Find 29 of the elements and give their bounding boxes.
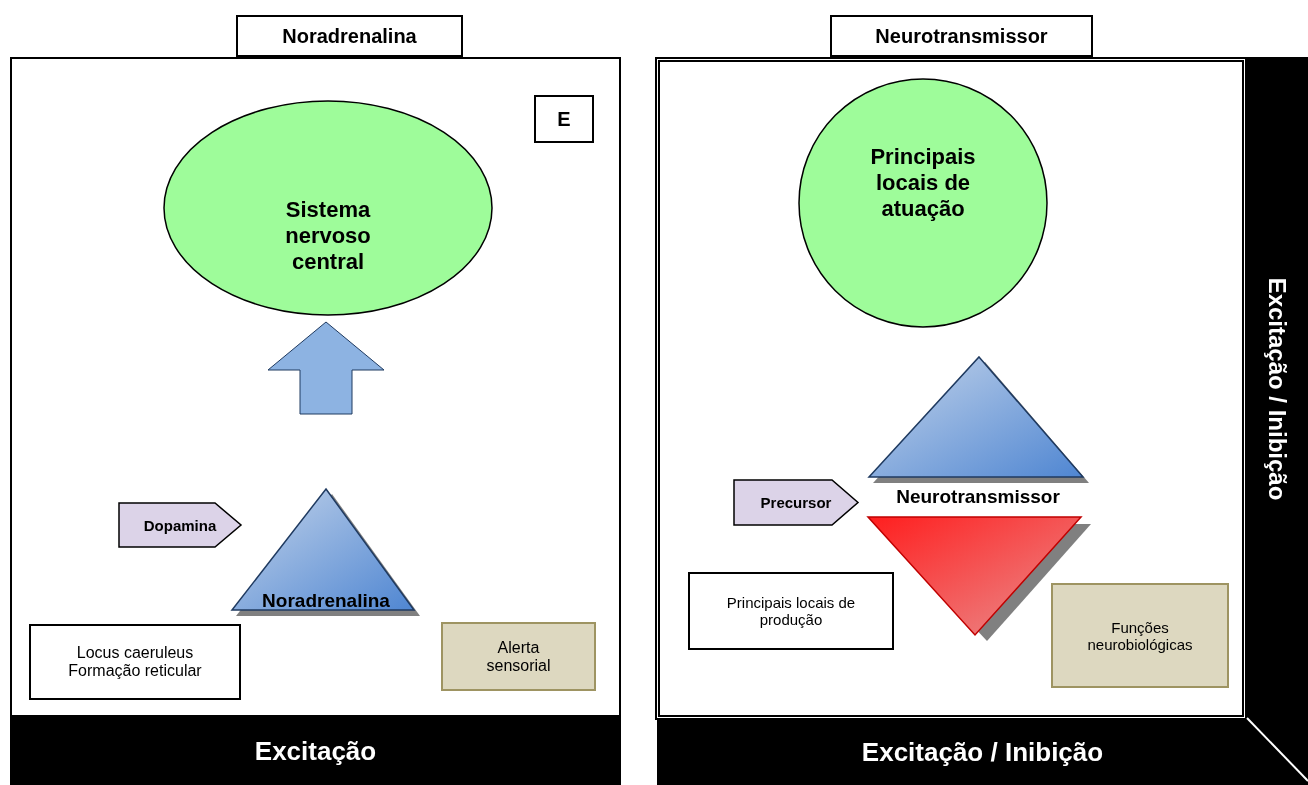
side-band <box>1247 57 1308 720</box>
node-text: Dopamina <box>143 516 217 534</box>
bottom-band <box>10 717 621 785</box>
node-text: Funções neurobiológicas <box>1086 618 1194 653</box>
panel-frame <box>655 57 1247 720</box>
node-text: Principais locais de produção <box>725 594 857 628</box>
node-text: Noradrenalina <box>262 590 390 612</box>
text-box <box>1051 583 1229 688</box>
band-title: Excitação / Inibição <box>1263 277 1292 500</box>
node-text: Locus caeruleus Formação reticular <box>67 644 203 680</box>
tab-title: Noradrenalina <box>282 24 417 48</box>
node-text: Principais locais de atuação <box>869 144 977 222</box>
text-box <box>29 624 241 700</box>
node-text: Sistema nervoso central <box>284 196 372 275</box>
title-tab <box>830 15 1093 57</box>
node-label: Neurotransmissor <box>895 486 1061 508</box>
node-text: Alerta sensorial <box>485 638 552 675</box>
block-arrow <box>267 321 385 415</box>
text-box <box>688 572 894 650</box>
band-title: Excitação <box>254 735 377 767</box>
bottom-band <box>657 720 1308 785</box>
text-box <box>534 95 594 143</box>
text-box <box>441 622 596 691</box>
panel-frame <box>10 57 621 717</box>
tab-title: Neurotransmissor <box>875 24 1048 48</box>
title-tab <box>236 15 463 57</box>
node-text: Precursor <box>760 494 832 511</box>
node-text: E <box>556 107 572 131</box>
band-title: Excitação / Inibição <box>861 737 1104 768</box>
